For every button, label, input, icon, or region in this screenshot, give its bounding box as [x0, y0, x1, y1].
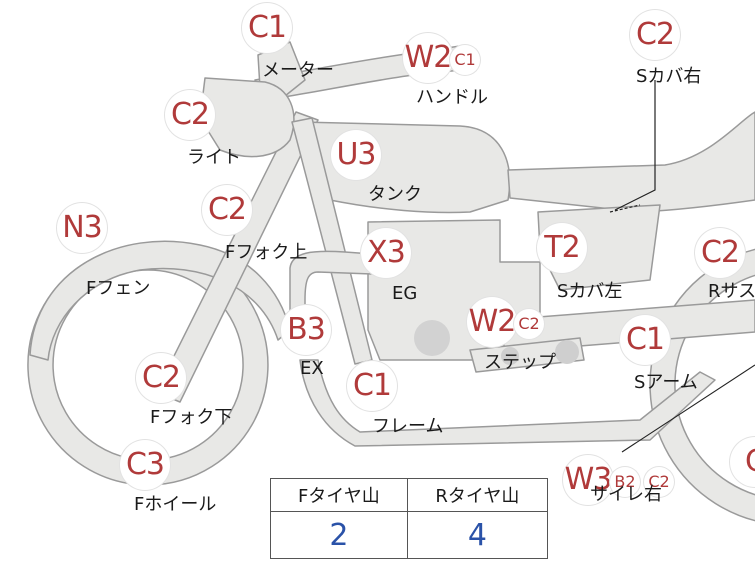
s-arm-label: Sアーム: [634, 372, 698, 393]
engine-bolt-large: [414, 320, 450, 356]
rear-tire-header: Rタイヤ山: [406, 478, 549, 512]
r-sus-code-badge: C2: [695, 228, 745, 278]
engine-code-badge: X3: [361, 228, 411, 278]
tire-tread-table: Fタイヤ山 Rタイヤ山 2 4: [270, 478, 549, 559]
side-stand-right-extra-badge: C2: [644, 467, 674, 497]
frame-lower-shape: [299, 359, 716, 447]
step-label: ステップ: [484, 352, 556, 373]
r-sus-label: Rサス: [708, 281, 755, 302]
leader-line-s-cover-right: [614, 80, 656, 211]
f-fender-code-badge: N3: [57, 203, 107, 253]
front-fork-shape: [155, 111, 319, 403]
handle-extra-badge: C1: [450, 45, 480, 75]
leader-line-dash: [609, 204, 641, 213]
step-code-badge: W2: [467, 297, 517, 347]
s-cover-right-label: Sカバ右: [636, 66, 702, 87]
leader-line-side-stand: [621, 364, 755, 453]
exhaust-code-badge: B3: [281, 305, 331, 355]
meter-label: メーター: [262, 60, 334, 81]
exhaust-label: EX: [300, 358, 324, 379]
step-shape: [469, 337, 585, 373]
headlight-shape: [199, 77, 295, 158]
front-tire-header: Fタイヤ山: [270, 478, 408, 512]
step-bolt-2: [555, 340, 579, 364]
f-fork-upper-label: Fフォク上: [225, 242, 308, 263]
f-fork-lower-code-badge: C2: [136, 353, 186, 403]
tank-label: タンク: [368, 184, 422, 205]
frame-code-badge: C1: [347, 361, 397, 411]
f-fork-lower-label: Fフォク下: [150, 407, 233, 428]
rear-tire-value: 4: [406, 511, 549, 559]
side-stand-right-label: サイレ右: [590, 484, 662, 505]
tank-code-badge: U3: [331, 130, 381, 180]
step-extra-badge: C2: [514, 309, 544, 339]
s-cover-right-code-badge: C2: [630, 10, 680, 60]
handle-label: ハンドル: [416, 87, 488, 108]
f-wheel-label: Fホイール: [134, 494, 217, 515]
f-fork-upper-code-badge: C2: [202, 185, 252, 235]
frame-label: フレーム: [372, 416, 444, 437]
side-stand-right-code-badge: W3: [563, 455, 613, 505]
step-bolt: [501, 347, 519, 365]
front-tire-value: 2: [270, 511, 408, 559]
light-label: ライト: [187, 147, 241, 168]
seat-shape: [507, 111, 755, 213]
frame-shape: [291, 117, 373, 365]
s-cover-left-code-badge: T2: [537, 223, 587, 273]
meter-code-badge: C1: [242, 3, 292, 53]
light-code-badge: C2: [165, 90, 215, 140]
f-wheel-code-badge: C3: [120, 440, 170, 490]
s-cover-left-label: Sカバ左: [557, 281, 623, 302]
side-stand-right-extra-badge: B2: [610, 467, 640, 497]
handle-code-badge: W2: [403, 33, 453, 83]
engine-label: EG: [392, 283, 418, 304]
s-arm-code-badge: C1: [620, 315, 670, 365]
f-fender-label: Fフェン: [86, 278, 151, 299]
